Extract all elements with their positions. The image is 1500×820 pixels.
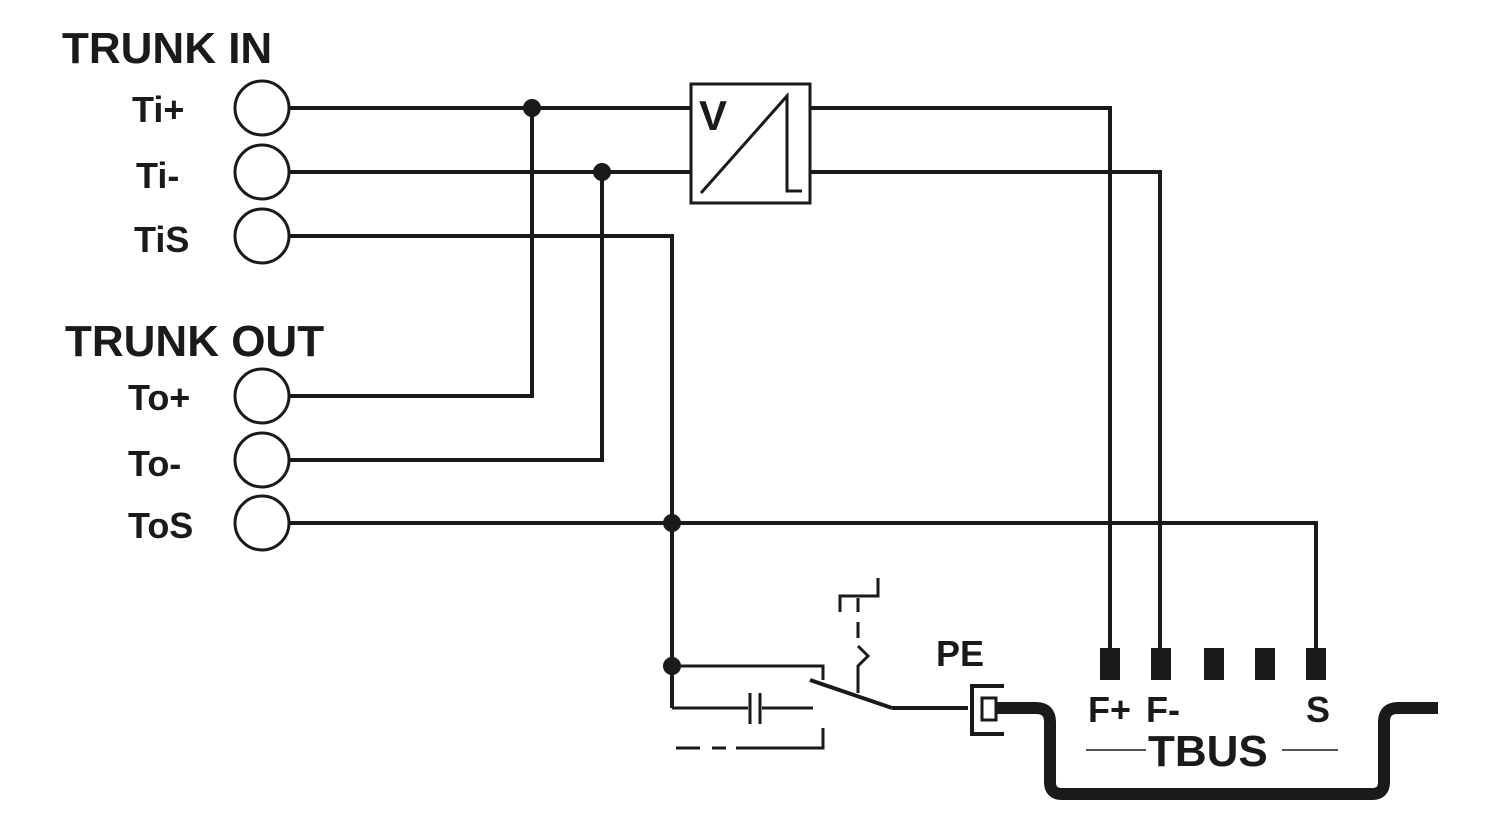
terminal-to-plus xyxy=(233,367,291,425)
actuator-zigzag xyxy=(856,644,871,693)
tbus-pin xyxy=(1255,648,1275,680)
shield-switch-network xyxy=(672,578,968,750)
terminal-label-ti-s: TiS xyxy=(134,219,189,260)
trunk-out-heading: TRUNK OUT xyxy=(65,317,324,366)
wire-f-minus xyxy=(810,170,1162,648)
terminal-label-to-plus: To+ xyxy=(128,377,190,418)
junction-dot xyxy=(593,163,611,181)
wire-to-plus xyxy=(288,108,534,398)
terminal-ti-minus xyxy=(233,143,291,201)
trunk-in-heading: TRUNK IN xyxy=(62,24,272,73)
switch-feed xyxy=(672,664,825,680)
switch-lever xyxy=(809,678,893,710)
pe-bracket xyxy=(970,684,1004,736)
tbus-label: TBUS xyxy=(1148,727,1268,776)
wires xyxy=(288,106,1318,708)
pe-label: PE xyxy=(936,633,984,674)
terminal-to-s xyxy=(233,494,291,552)
tbus-pin-f-minus xyxy=(1151,648,1171,680)
tbus-pin-label-f-minus: F- xyxy=(1146,689,1180,730)
tbus-pin-f-plus xyxy=(1100,648,1120,680)
converter-label: V xyxy=(699,92,727,139)
tbus-pins xyxy=(1100,648,1326,680)
tbus-pin-label-s: S xyxy=(1306,689,1330,730)
junction-dot xyxy=(523,99,541,117)
terminal-ti-plus xyxy=(233,79,291,137)
wire-to-s xyxy=(288,521,1318,648)
tbus-pin xyxy=(1204,648,1224,680)
wire-to-minus xyxy=(288,172,604,462)
sawtooth-symbol xyxy=(699,92,802,194)
tbus-pin-label-f-plus: F+ xyxy=(1088,689,1131,730)
terminal-label-to-s: ToS xyxy=(128,505,193,546)
wire-ti-s xyxy=(288,234,674,708)
terminal-to-minus xyxy=(233,431,291,489)
wire-f-plus xyxy=(810,106,1112,648)
terminal-label-ti-minus: Ti- xyxy=(136,155,179,196)
terminal-label-ti-plus: Ti+ xyxy=(132,89,184,130)
junction-dot xyxy=(663,514,681,532)
din-rail xyxy=(996,702,1438,800)
terminal-label-to-minus: To- xyxy=(128,443,181,484)
terminals xyxy=(233,79,291,552)
terminal-ti-s xyxy=(233,207,291,265)
actuator-top xyxy=(838,578,880,612)
voltage-converter: V xyxy=(689,82,812,205)
dashed-segment xyxy=(736,728,825,750)
tbus-pin-s xyxy=(1306,648,1326,680)
